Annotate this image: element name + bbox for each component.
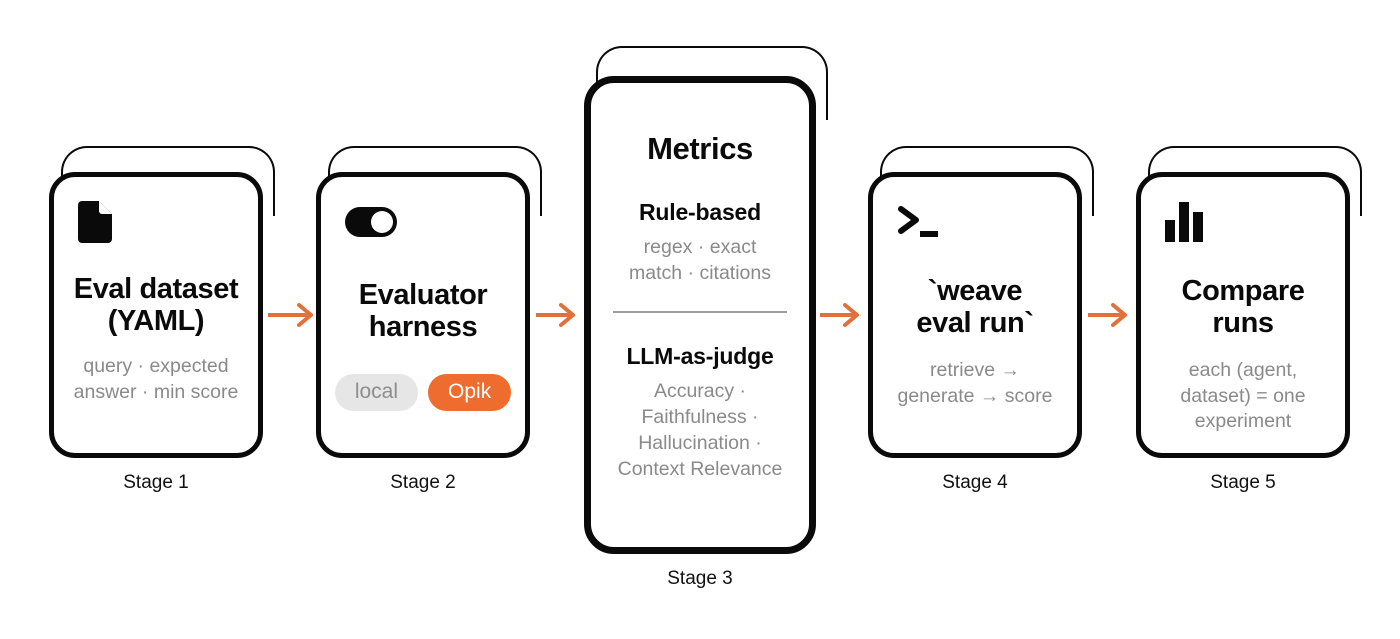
bar-chart-icon: [1165, 199, 1209, 245]
stage-2-title-line-1: Evaluator: [358, 279, 488, 311]
stage-2-card[interactable]: Evaluator harness local Opik: [316, 172, 530, 458]
metrics-divider: [613, 310, 787, 313]
stage-4-title: `weave eval run`: [916, 275, 1034, 340]
metric-group-rule-based-items: regex · exact match · citations: [605, 235, 795, 287]
llm-judge-items-line-2: Faithfulness ·: [641, 405, 759, 428]
metric-group-llm-as-judge-items: Accuracy · Faithfulness · Hallucination …: [605, 379, 795, 483]
stage-3-column: Metrics Rule-based regex · exact match ·…: [584, 46, 828, 590]
stage-4-label: Stage 4: [942, 472, 1008, 493]
stage-1-subtitle-line-1: query · expected: [83, 354, 229, 377]
metric-group-llm-as-judge: LLM-as-judge Accuracy · Faithfulness · H…: [605, 343, 795, 483]
stage-5-card[interactable]: Compare runs each (agent, dataset) = one…: [1136, 172, 1350, 458]
metric-group-llm-as-judge-title: LLM-as-judge: [626, 342, 774, 369]
stage-4-title-line-1: `weave: [927, 275, 1023, 307]
stage-3-card[interactable]: Metrics Rule-based regex · exact match ·…: [584, 76, 816, 554]
arrow-right-icon-stage-1-to-2: [268, 300, 318, 330]
stage-2-label: Stage 2: [390, 472, 456, 493]
arrow-right-icon-stage-2-to-3: [536, 300, 580, 330]
stage-5-column: Compare runs each (agent, dataset) = one…: [1136, 146, 1362, 494]
stage-1-subtitle-line-2: answer · min score: [73, 380, 239, 403]
document-icon: [78, 199, 112, 245]
stage-4-subtitle-line-2: generate → score: [897, 384, 1053, 407]
llm-judge-items-line-4: Context Relevance: [617, 457, 783, 480]
stage-1-column: Eval dataset (YAML) query · expected ans…: [49, 146, 275, 494]
stage-1-label: Stage 1: [123, 472, 189, 493]
stage-1-title-line-2: (YAML): [107, 305, 205, 338]
stage-2-card-stack: Evaluator harness local Opik: [316, 146, 542, 458]
stage-5-subtitle-line-1: each (agent,: [1188, 358, 1298, 381]
stage-5-title-line-1: Compare: [1181, 274, 1305, 307]
stage-1-card-stack: Eval dataset (YAML) query · expected ans…: [49, 146, 275, 458]
stage-3-label: Stage 3: [667, 568, 733, 589]
stage-3-heading: Metrics: [647, 131, 753, 166]
rule-based-items-line-1: regex · exact: [643, 236, 757, 258]
metric-group-rule-based-title: Rule-based: [639, 199, 761, 225]
stage-2-column: Evaluator harness local Opik Stage 2: [316, 146, 542, 494]
stage-1-card[interactable]: Eval dataset (YAML) query · expected ans…: [49, 172, 263, 458]
bar-2: [1179, 201, 1189, 242]
arrow-right-icon-stage-3-to-4: [820, 300, 864, 330]
rule-based-items-line-2: match · citations: [629, 261, 771, 284]
stage-1-title: Eval dataset (YAML): [73, 273, 239, 338]
stage-1-subtitle: query · expected answer · min score: [74, 354, 239, 405]
bar-chart-bars: [1165, 201, 1209, 242]
toggle-track: [345, 207, 397, 237]
toggle-switch-icon[interactable]: [345, 199, 397, 245]
stage-3-card-stack: Metrics Rule-based regex · exact match ·…: [584, 46, 828, 554]
stage-4-column: `weave eval run` retrieve → generate → s…: [868, 146, 1094, 494]
stage-5-label: Stage 5: [1210, 472, 1276, 493]
stage-5-card-stack: Compare runs each (agent, dataset) = one…: [1136, 146, 1362, 458]
stage-5-title: Compare runs: [1182, 275, 1305, 340]
stage-5-subtitle-line-3: experiment: [1194, 410, 1292, 433]
bar-3: [1193, 211, 1203, 242]
stage-2-title: Evaluator harness: [359, 279, 488, 344]
toggle-knob: [371, 211, 393, 233]
arrow-right-icon-stage-4-to-5: [1088, 300, 1132, 330]
stage-2-title-line-2: harness: [368, 311, 478, 344]
stage-2-pill-row: local Opik: [334, 373, 512, 411]
pill-opik[interactable]: Opik: [428, 373, 512, 411]
terminal-prompt-icon: [897, 199, 941, 245]
stage-4-title-line-2: eval run`: [916, 307, 1034, 340]
stage-5-subtitle: each (agent, dataset) = one experiment: [1180, 358, 1305, 435]
llm-judge-items-line-1: Accuracy ·: [653, 379, 747, 402]
stage-1-title-line-1: Eval dataset: [73, 273, 239, 305]
stage-5-title-line-2: runs: [1212, 307, 1274, 340]
llm-judge-items-line-3: Hallucination ·: [638, 431, 762, 454]
stage-4-card-stack: `weave eval run` retrieve → generate → s…: [868, 146, 1094, 458]
metric-group-rule-based: Rule-based regex · exact match · citatio…: [605, 199, 795, 287]
pill-local[interactable]: local: [334, 373, 419, 411]
stage-5-subtitle-line-2: dataset) = one: [1180, 384, 1306, 407]
stage-4-card[interactable]: `weave eval run` retrieve → generate → s…: [868, 172, 1082, 458]
stage-4-subtitle: retrieve → generate → score: [897, 358, 1052, 409]
bar-1: [1165, 219, 1175, 242]
stage-4-subtitle-line-1: retrieve →: [930, 358, 1020, 381]
